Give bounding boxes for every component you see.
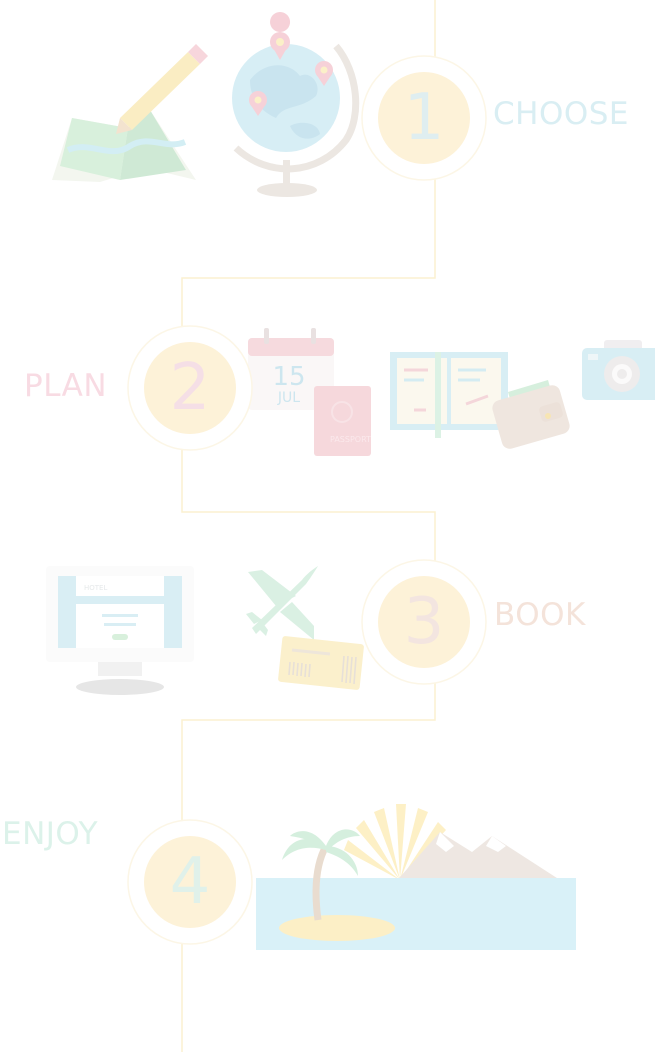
step-3-label: BOOK (494, 597, 586, 633)
calendar-day: 15 (272, 362, 305, 392)
passport-icon: PASSPORT (314, 386, 371, 456)
step-3-number: 3 (403, 585, 445, 659)
step-4-number: 4 (169, 845, 211, 919)
camera-icon (582, 340, 655, 400)
ticket-icon (278, 636, 364, 690)
globe-pins-icon (232, 12, 360, 197)
airplane-icon (246, 566, 318, 640)
step-2-label: PLAN (24, 368, 108, 404)
step-4-label: ENJOY (2, 816, 99, 852)
wallet-icon (492, 380, 570, 449)
map-pencil-icon (52, 44, 208, 182)
passport-text: PASSPORT (330, 435, 371, 444)
mountains-icon (392, 832, 560, 886)
sea-icon (256, 878, 576, 950)
hotel-text: HOTEL (84, 584, 107, 592)
step-1-label: CHOOSE (493, 96, 630, 132)
step-2-number: 2 (169, 351, 211, 425)
hotel-monitor-icon: HOTEL (46, 566, 194, 695)
calendar-icon: 15 JUL (248, 328, 334, 410)
notebook-icon (390, 352, 508, 438)
calendar-month: JUL (277, 390, 300, 406)
step-1-number: 1 (403, 81, 445, 155)
path-connector (181, 0, 436, 1052)
island-palm-icon (279, 829, 395, 941)
